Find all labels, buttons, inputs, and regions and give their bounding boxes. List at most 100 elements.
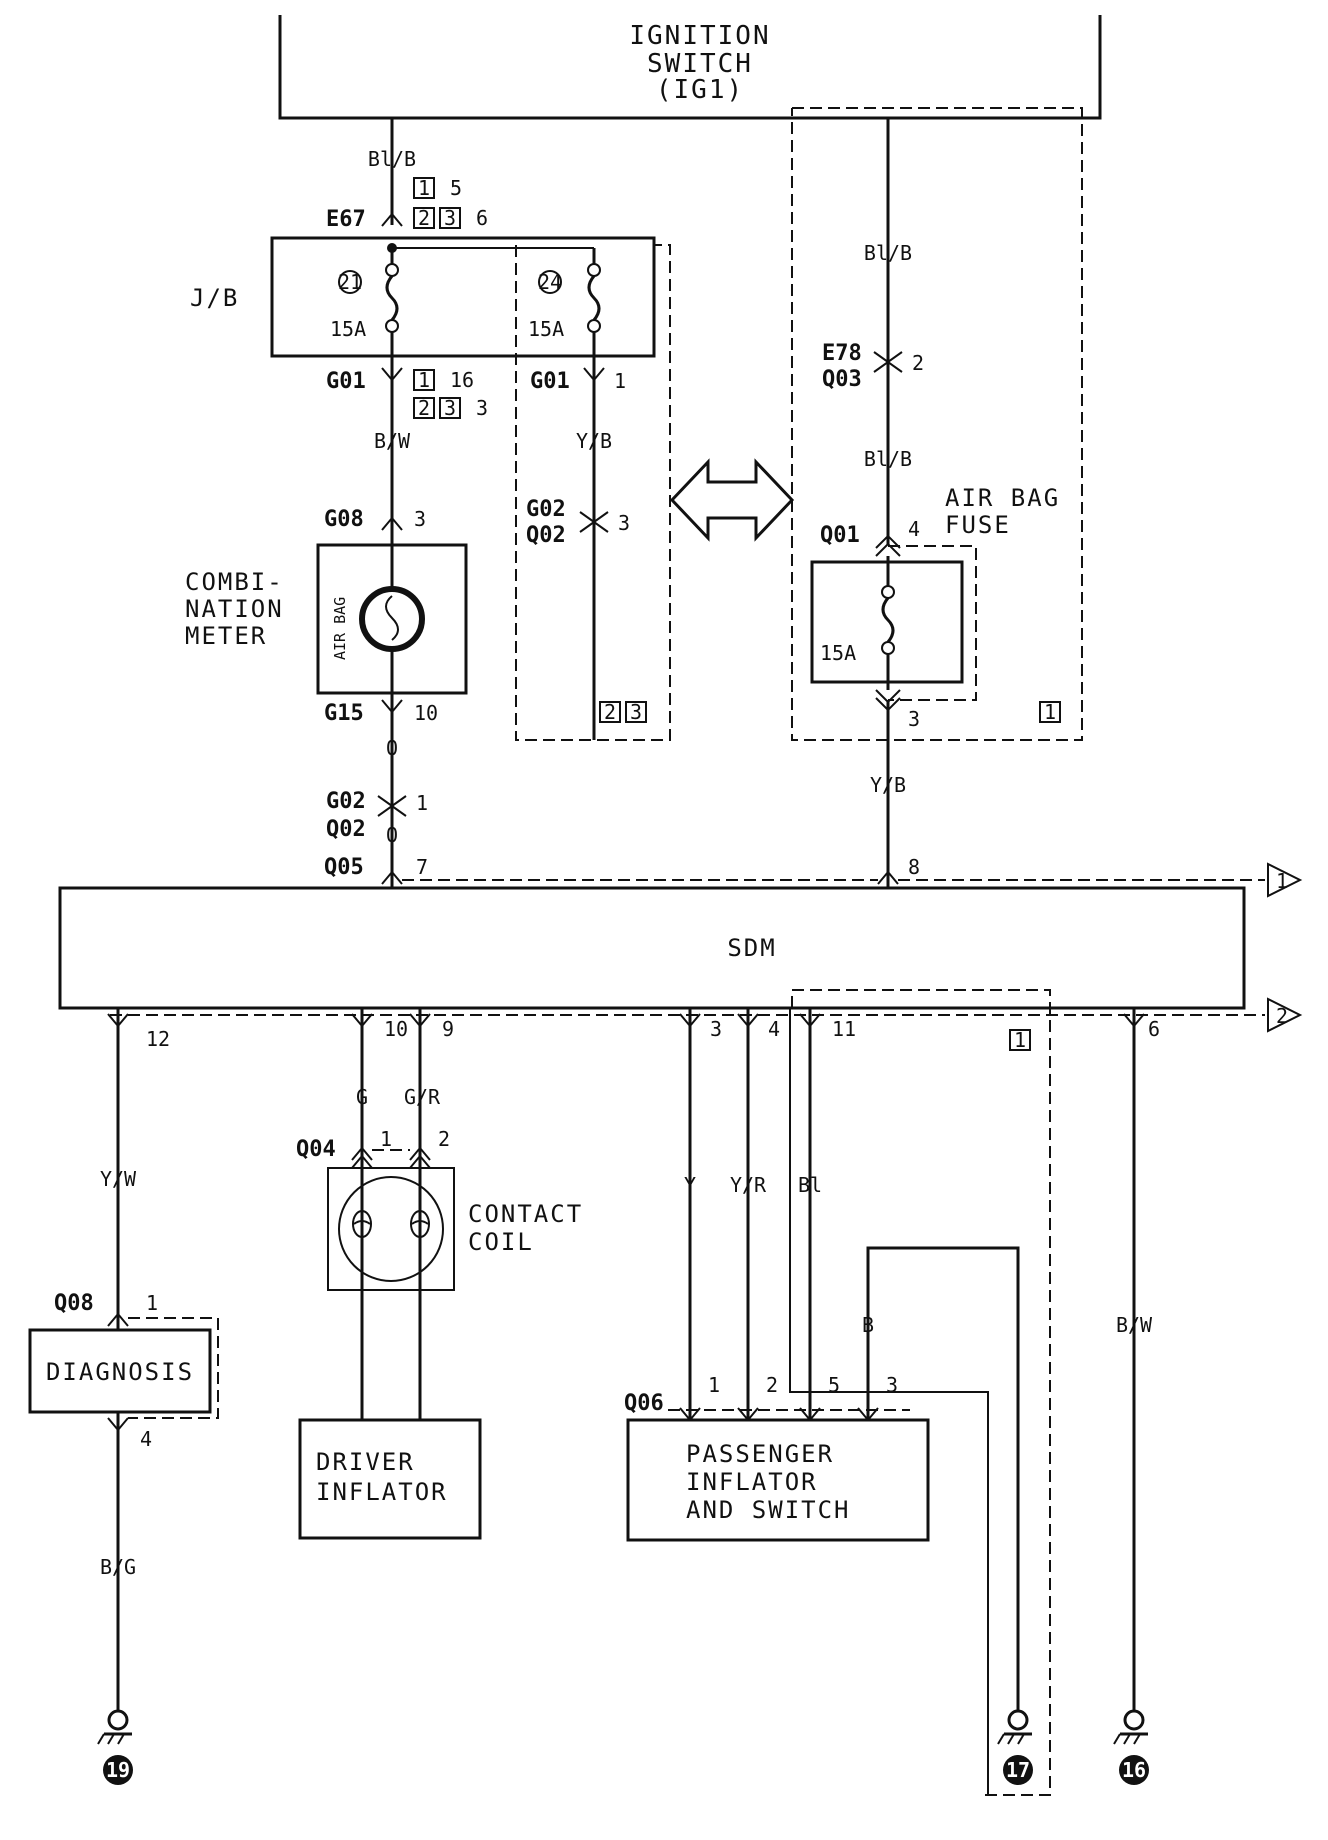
- ground-19-icon: [103, 1755, 133, 1785]
- junction-block: J/B 21 15A 24 15A: [190, 236, 656, 358]
- pin-sdm-9: 9: [442, 1017, 454, 1041]
- variant-box-1: [413, 177, 435, 199]
- svg-text:3: 3: [444, 206, 456, 230]
- pin-sdm-10: 10: [384, 1017, 408, 1041]
- pin-g01b-1: 1: [614, 369, 626, 393]
- combination-meter: AIR BAG: [316, 543, 468, 695]
- pin-q06-1: 1: [708, 1373, 720, 1397]
- wire-label-y: Y: [684, 1173, 696, 1197]
- variant-box-group-e67: 1 5 2 3 6: [413, 176, 488, 230]
- pin-sdm-3: 3: [710, 1017, 722, 1041]
- pin-sdm-12: 12: [146, 1027, 170, 1051]
- svg-text:1: 1: [418, 368, 430, 392]
- connector-q01: Q01: [820, 523, 860, 548]
- connector-g02-top: G02: [526, 497, 566, 522]
- pin-g15-10: 10: [414, 701, 438, 725]
- wire-label-g-r: G/R: [404, 1085, 441, 1109]
- ignition-switch-label-3: (IG1): [656, 75, 744, 105]
- pin-q05-8: 8: [908, 855, 920, 879]
- diagnosis-label: DIAGNOSIS: [46, 1358, 194, 1386]
- connector-q06: Q06: [624, 1391, 664, 1416]
- variant-frame-1-bottom: [791, 989, 1051, 1796]
- pin-q05-7: 7: [416, 855, 428, 879]
- ignition-switch: IGNITION SWITCH (IG1): [278, 15, 1102, 120]
- combination-meter-label-3: METER: [185, 622, 267, 650]
- connector-q04: Q04: [296, 1137, 336, 1162]
- wire-label-y-r: Y/R: [730, 1173, 767, 1197]
- pin-q06-3: 3: [886, 1373, 898, 1397]
- variant-box-group-frame: 2 3: [599, 700, 647, 724]
- air-bag-fuse-label-2: FUSE: [945, 511, 1011, 539]
- fuse-21-number: 21: [338, 270, 362, 294]
- connector-g01-left: G01: [326, 369, 366, 394]
- air-bag-fuse-rating: 15A: [820, 641, 856, 665]
- pin-g01-16: 16: [450, 368, 474, 392]
- fuse-24-number: 24: [538, 270, 562, 294]
- wire-label-y-b-1: Y/B: [576, 429, 612, 453]
- svg-text:2: 2: [418, 206, 430, 230]
- pin-q08-4: 4: [140, 1427, 152, 1451]
- svg-text:1: 1: [1044, 700, 1056, 724]
- variant-frame-2-3: [515, 244, 671, 741]
- contact-coil-label-1: CONTACT: [468, 1200, 583, 1228]
- combination-meter-label-1: COMBI-: [185, 568, 284, 596]
- wire-label-bl: Bl: [798, 1173, 822, 1197]
- passenger-inflator-label-2: INFLATOR: [686, 1468, 818, 1496]
- svg-text:17: 17: [1006, 1758, 1030, 1782]
- contact-coil: [327, 1167, 455, 1291]
- wire-label-b: B: [862, 1313, 874, 1337]
- connector-q03: Q03: [822, 367, 862, 392]
- wire-label-o-1: O: [386, 736, 398, 760]
- pin-g02-3: 3: [618, 511, 630, 535]
- pin-g08-3: 3: [414, 507, 426, 531]
- svg-text:2: 2: [604, 700, 616, 724]
- pin-e78-2: 2: [912, 351, 924, 375]
- pin-g01-3: 3: [476, 396, 488, 420]
- wire-label-b-w-1: B/W: [374, 429, 411, 453]
- svg-text:19: 19: [106, 1758, 130, 1782]
- variant-frame-1-right: [791, 107, 1083, 741]
- connector-g01-right: G01: [530, 369, 570, 394]
- pin-e67-5: 5: [450, 176, 462, 200]
- air-bag-fuse: 15A: [810, 556, 964, 690]
- connector-e67: E67: [326, 207, 366, 232]
- continuation-1: 1: [1267, 862, 1303, 898]
- pin-q01-4: 4: [908, 517, 920, 541]
- contact-coil-label-2: COIL: [468, 1228, 534, 1256]
- ground-17: 17: [997, 1709, 1033, 1785]
- svg-text:1: 1: [1276, 869, 1288, 893]
- wire-label-bl-b-right-1: Bl/B: [864, 241, 912, 265]
- wire-label-b-g: B/G: [100, 1555, 136, 1579]
- svg-text:16: 16: [1122, 1758, 1146, 1782]
- passenger-inflator-and-switch: PASSENGER INFLATOR AND SWITCH: [626, 1418, 930, 1542]
- fuse-21-circle: [338, 270, 362, 294]
- double-arrow-icon: [669, 458, 795, 542]
- variant-box-1-bottom: [1009, 1029, 1031, 1051]
- sdm-module: SDM: [58, 886, 1246, 1010]
- ground-16-icon: [1119, 1755, 1149, 1785]
- passenger-inflator-label-3: AND SWITCH: [686, 1496, 851, 1524]
- connector-q02-top: Q02: [526, 523, 566, 548]
- wire-label-y-b-right: Y/B: [870, 773, 906, 797]
- pin-sdm-4: 4: [768, 1017, 780, 1041]
- pin-sdm-11: 11: [832, 1017, 856, 1041]
- jb-label: J/B: [190, 284, 239, 312]
- wire-label-o-2: O: [386, 823, 398, 847]
- svg-text:3: 3: [630, 700, 642, 724]
- pin-fuse-out-3: 3: [908, 707, 920, 731]
- connector-q02-bottom: Q02: [326, 817, 366, 842]
- pin-sdm-6: 6: [1148, 1017, 1160, 1041]
- fuse-21-rating: 15A: [330, 317, 366, 341]
- connector-e67-symbol: [381, 212, 403, 227]
- pin-g02-1: 1: [416, 791, 428, 815]
- passenger-inflator-label-1: PASSENGER: [686, 1440, 834, 1468]
- pin-q06-5: 5: [828, 1373, 840, 1397]
- svg-text:1: 1: [418, 176, 430, 200]
- wire-label-g: G: [356, 1085, 368, 1109]
- continuation-2: 2: [1267, 997, 1303, 1033]
- connector-g02-bottom: G02: [326, 789, 366, 814]
- ground-16: 16: [1113, 1709, 1149, 1785]
- driver-inflator: DRIVER INFLATOR: [298, 1418, 482, 1540]
- wire-label-y-w: Y/W: [100, 1167, 137, 1191]
